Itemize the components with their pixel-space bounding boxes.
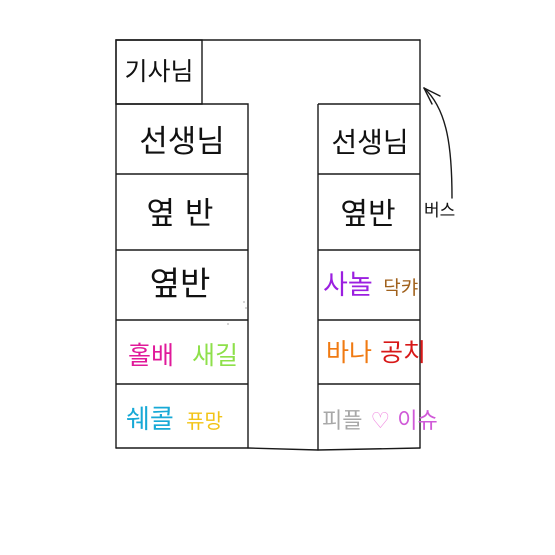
left-seat-2-label: 옆 반 xyxy=(147,196,214,232)
right-seat-3-part-1: 사놀 xyxy=(323,270,373,301)
stray-dots xyxy=(227,301,247,325)
right-seat-5-part-3: 이슈 xyxy=(397,409,437,434)
left-seat-5-part-2: 퓨망 xyxy=(186,409,223,433)
right-seat-5-label: 피플 ♡ 이슈 xyxy=(322,409,438,434)
right-seat-4-part-2: 공치 xyxy=(380,338,426,367)
right-seat-column xyxy=(317,103,420,450)
left-seat-4-label: 홀배 새길 xyxy=(128,341,238,370)
right-seat-4-label: 바나 공치 xyxy=(326,338,426,367)
right-seat-4-part-1: 바나 xyxy=(326,338,372,367)
right-seat-1-label: 선생님 xyxy=(331,126,408,159)
right-seat-5-part-1: 피플 xyxy=(322,409,362,434)
left-seat-column xyxy=(116,103,249,448)
right-seat-3-label: 사놀 닥캬 xyxy=(323,270,418,301)
driver-label: 기사님 xyxy=(124,57,193,86)
bus-outline xyxy=(115,39,421,451)
left-seat-4-part-2: 새길 xyxy=(192,341,238,370)
left-seat-4-part-1: 홀배 xyxy=(128,341,174,370)
heart-icon: ♡ xyxy=(370,409,390,434)
curved-up-arrow-icon xyxy=(423,87,453,199)
left-seat-1-label: 선생님 xyxy=(139,124,225,160)
left-seat-3-label: 옆반 xyxy=(150,264,211,303)
right-seat-2-label: 옆반 xyxy=(340,197,395,232)
side-note-label: 버스 xyxy=(424,201,455,221)
left-seat-5-part-1: 쉐콜 xyxy=(126,405,174,435)
left-seat-5-label: 쉐콜 퓨망 xyxy=(126,405,223,435)
right-seat-3-part-2: 닥캬 xyxy=(383,277,418,299)
